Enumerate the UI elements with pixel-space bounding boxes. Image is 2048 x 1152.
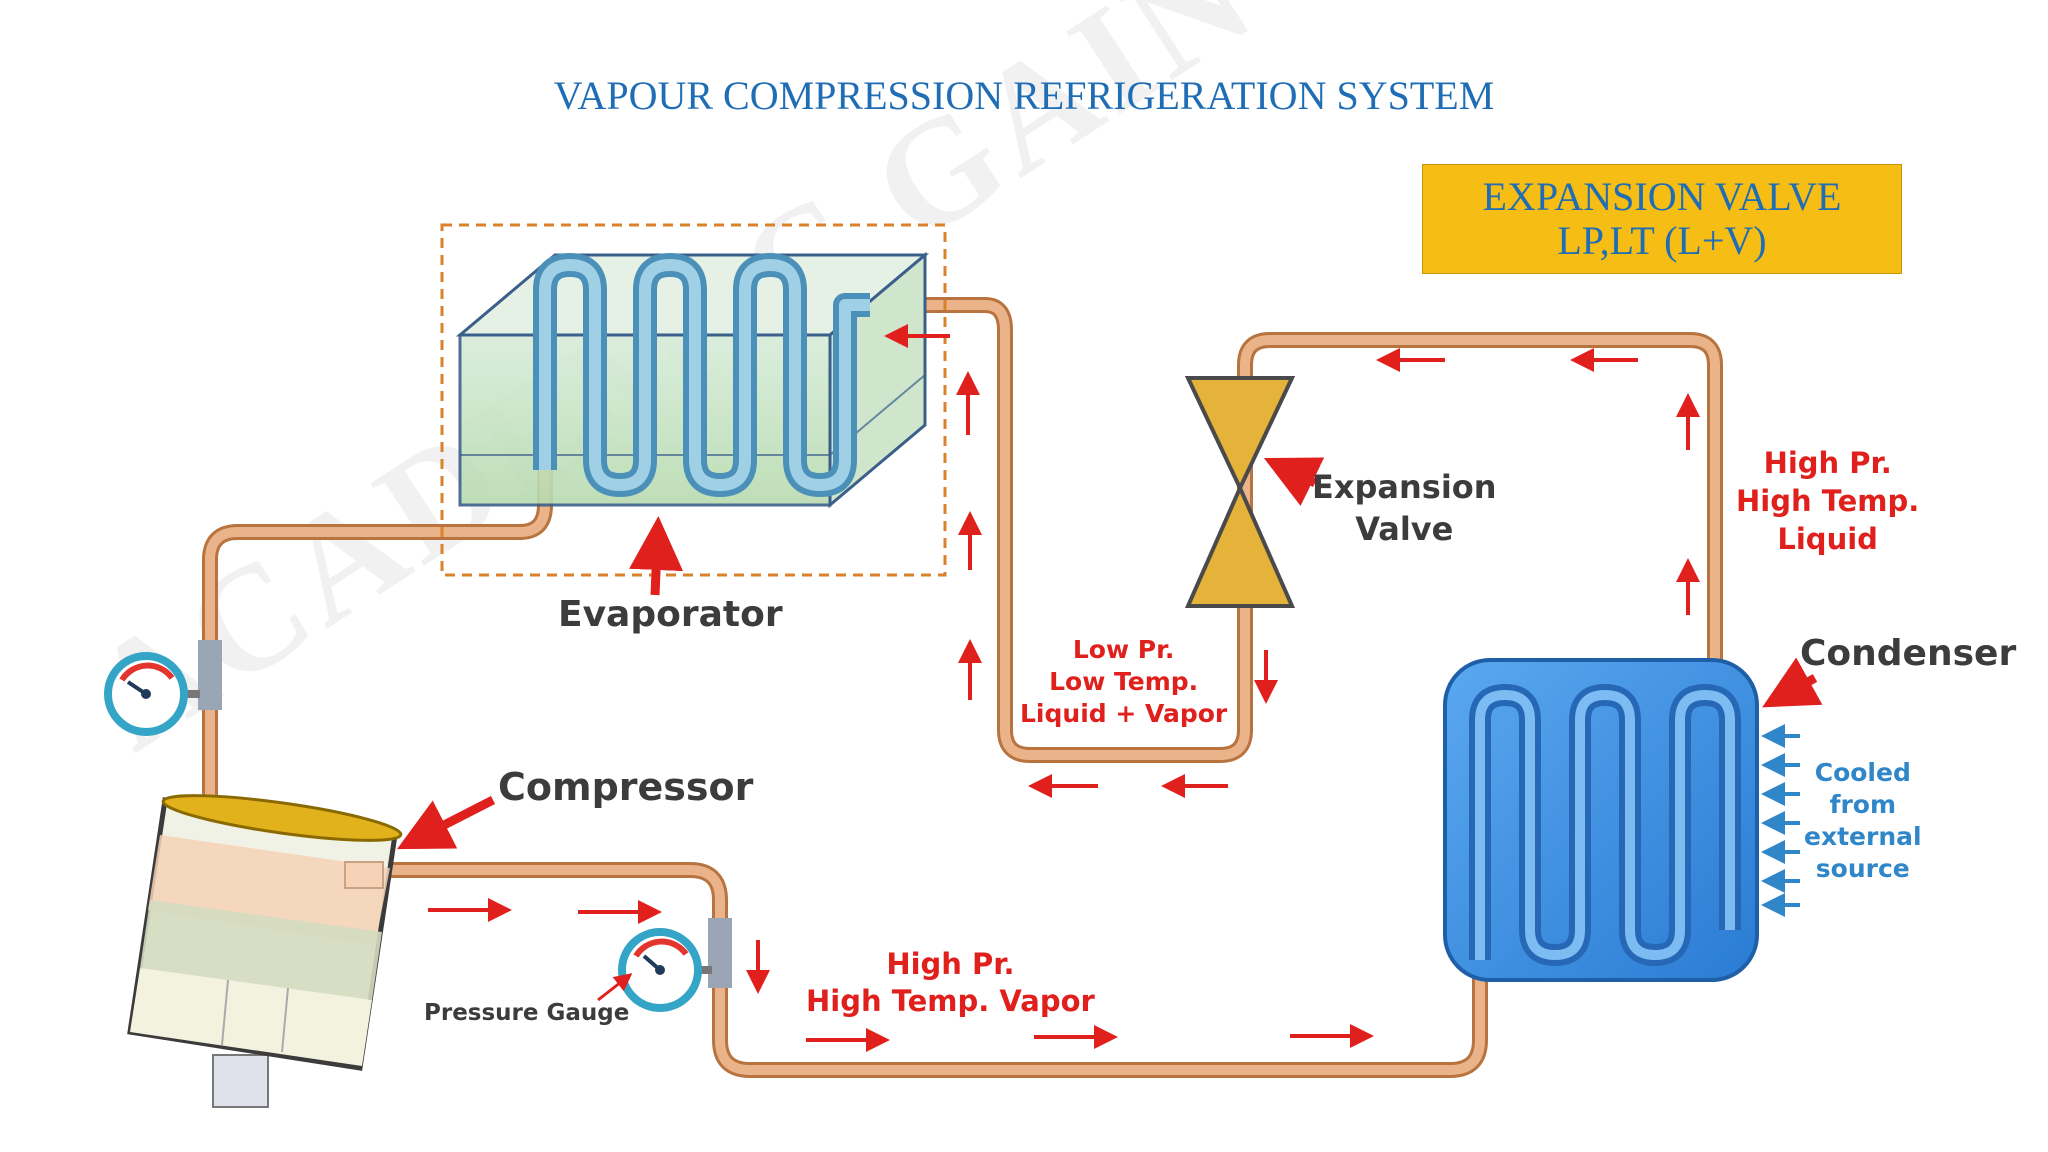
expansion-valve-label-line-2: Valve xyxy=(1355,510,1454,548)
cooling-line-2: from xyxy=(1829,790,1896,819)
flow-arrows xyxy=(428,324,1700,1052)
refrigerant-pipe xyxy=(202,297,1723,1078)
expansion-valve-label: Expansion Valve xyxy=(1312,466,1497,550)
compressor xyxy=(127,794,403,1108)
expansion-valve-callout: EXPANSION VALVE LP,LT (L+V) xyxy=(1422,164,1902,274)
page-title: VAPOUR COMPRESSION REFRIGERATION SYSTEM xyxy=(553,73,1495,118)
compressor-label: Compressor xyxy=(498,765,754,809)
compressor-pointer xyxy=(396,795,496,850)
callout-line-1: EXPANSION VALVE xyxy=(1482,174,1842,219)
high-vapor-line-1: High Pr. xyxy=(886,947,1015,981)
cooling-source-label: Cooled from external source xyxy=(1804,757,1922,885)
cooling-line-1: Cooled xyxy=(1814,758,1911,787)
evaporator-label: Evaporator xyxy=(558,594,783,635)
high-liquid-line-1: High Pr. xyxy=(1763,446,1892,480)
evaporator xyxy=(440,223,947,577)
low-state-line-1: Low Pr. xyxy=(1072,635,1175,664)
high-liquid-line-2: High Temp. xyxy=(1736,484,1920,518)
callout-line-2: LP,LT (L+V) xyxy=(1557,218,1767,263)
pressure-gauge-pointer xyxy=(597,973,633,1002)
cooling-line-4: source xyxy=(1815,854,1910,883)
pressure-gauge-bottom xyxy=(618,918,732,1012)
expansion-valve-pointer xyxy=(1263,457,1325,507)
expansion-valve-label-line-1: Expansion xyxy=(1312,468,1497,506)
low-state-line-3: Liquid + Vapor xyxy=(1020,699,1228,728)
low-state-line-2: Low Temp. xyxy=(1049,667,1199,696)
high-vapor-line-2: High Temp. Vapor xyxy=(806,984,1095,1018)
cooling-line-3: external xyxy=(1804,822,1922,851)
low-pressure-state-label: Low Pr. Low Temp. Liquid + Vapor xyxy=(1020,634,1227,730)
condenser-pointer xyxy=(1762,657,1823,708)
cooling-arrows xyxy=(1761,724,1800,917)
pressure-gauge-label: Pressure Gauge xyxy=(424,1000,630,1026)
pointer-arrows xyxy=(396,457,1823,1002)
condenser-label: Condenser xyxy=(1800,633,2017,674)
high-liquid-line-3: Liquid xyxy=(1777,522,1878,556)
expansion-valve xyxy=(1184,376,1296,608)
pressure-gauge-left xyxy=(104,640,222,736)
evaporator-dashed-boundary xyxy=(440,223,947,577)
condenser xyxy=(1443,658,1759,982)
evaporator-pointer xyxy=(629,516,684,596)
high-pressure-liquid-label: High Pr. High Temp. Liquid xyxy=(1736,444,1919,558)
high-pressure-vapor-label: High Pr. High Temp. Vapor xyxy=(806,946,1095,1020)
